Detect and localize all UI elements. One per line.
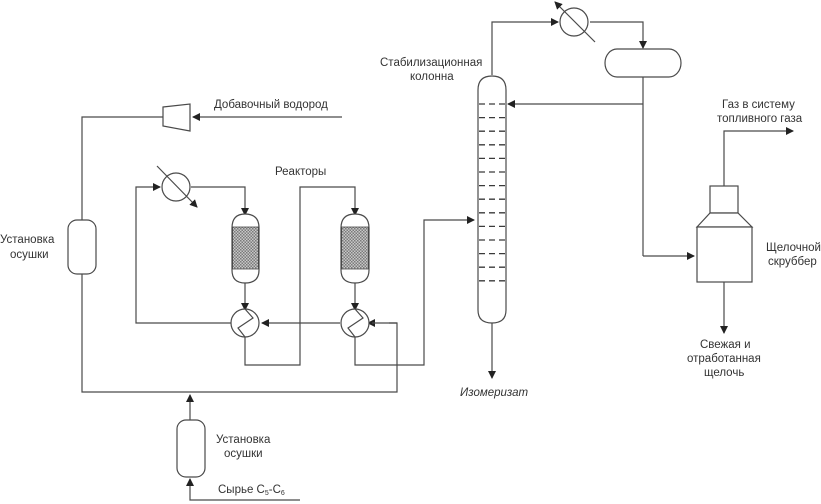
overhead-condenser — [554, 1, 596, 43]
stabilizer-label-2: колонна — [410, 71, 454, 83]
isomerate-label: Изомеризат — [460, 387, 529, 399]
caustic-label-1: Свежая и — [700, 339, 751, 351]
fuel-gas-line — [723, 127, 794, 186]
hydrogen-dryer-label-2: осушки — [10, 249, 49, 261]
reflux-drum — [604, 48, 682, 78]
reactors-label: Реакторы — [275, 166, 326, 178]
caustic-label-2: отработанная — [687, 353, 761, 365]
scrubber-label-2: скруббер — [768, 256, 817, 268]
reactor-heater — [156, 165, 198, 208]
condenser-to-drum-line — [590, 21, 647, 49]
feed-dryer — [176, 419, 206, 478]
fuel-gas-label-1: Газ в систему — [722, 99, 795, 111]
feed-dryer-label-1: Установка — [216, 434, 271, 446]
exchanger2-to-column-line — [354, 216, 475, 366]
feed-dryer-label-2: осушки — [224, 448, 263, 460]
makeup-hydrogen-label: Добавочный водород — [214, 99, 328, 111]
fuel-gas-label-2: топливного газа — [717, 113, 803, 125]
reactor-2 — [340, 213, 370, 284]
heat-exchanger-2 — [340, 308, 370, 338]
heater-to-reactor1-line — [191, 186, 249, 216]
makeup-hydrogen-compressor — [162, 103, 191, 132]
exchanger1-to-reactor2-line — [244, 186, 359, 366]
hydrogen-dryer-label-1: Установка — [0, 234, 55, 246]
stabilization-column — [477, 75, 507, 324]
compressor-to-dryer-line — [81, 116, 163, 220]
caustic-scrubber — [695, 185, 754, 283]
reactor-1 — [231, 213, 260, 284]
column-overhead-line — [491, 18, 559, 75]
caustic-label-3: щелочь — [704, 367, 744, 379]
feed-label: Сырье C5-C6 — [218, 484, 285, 497]
stabilizer-label-1: Стабилизационная — [380, 57, 482, 69]
hydrogen-dryer — [67, 219, 97, 275]
heat-exchanger-1 — [230, 308, 260, 338]
exchanger1-to-heater-line — [135, 183, 232, 324]
feed-line — [186, 478, 300, 501]
scrubber-label-1: Щелочной — [766, 242, 821, 254]
